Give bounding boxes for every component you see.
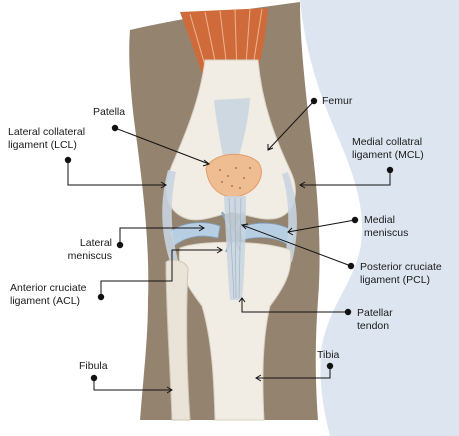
arrowheads <box>160 144 306 394</box>
label-lateral-meniscus: Lateral meniscus <box>62 237 112 263</box>
label-tibia: Tibia <box>317 349 340 361</box>
label-pcl: Posterior cruciate ligament (PCL) <box>360 261 442 287</box>
label-acl-line2: ligament (ACL) <box>10 295 81 307</box>
quadriceps-tendon <box>214 98 250 162</box>
label-acl-line1: Anterior cruciate <box>10 282 87 294</box>
fibula-bone <box>165 259 191 421</box>
patella-texture <box>219 167 251 189</box>
mcl-ligament <box>282 172 297 262</box>
leader-dots <box>64 97 394 382</box>
label-pcl-line1: Posterior cruciate <box>360 261 442 273</box>
label-patellar-tendon-line2: tendon <box>357 320 390 332</box>
label-mcl-line1: Medial collatral <box>352 136 423 148</box>
label-patellar-tendon: Patellar tendon <box>357 307 393 333</box>
patella-bone <box>205 153 262 198</box>
label-fibula: Fibula <box>79 360 108 372</box>
label-mcl-line2: ligament (MCL) <box>352 149 424 161</box>
label-lateral-meniscus-line1: Lateral <box>79 237 112 249</box>
label-mcl: Medial collatral ligament (MCL) <box>352 136 424 162</box>
label-lcl-line2: ligament (LCL) <box>8 139 77 151</box>
tendon-fibers <box>228 197 242 299</box>
label-patellar-tendon-line1: Patellar <box>357 307 393 319</box>
label-patella: Patella <box>93 106 126 118</box>
label-lateral-meniscus-line2: meniscus <box>67 250 112 262</box>
background-right-panel <box>300 0 459 436</box>
label-lcl: Lateral collateral ligament (LCL) <box>8 126 85 152</box>
label-medial-meniscus-line2: meniscus <box>364 227 409 239</box>
label-femur: Femur <box>322 95 353 107</box>
label-medial-meniscus-line1: Medial <box>364 214 395 226</box>
label-acl: Anterior cruciate ligament (ACL) <box>10 282 86 308</box>
label-lcl-line1: Lateral collateral <box>8 126 86 138</box>
label-medial-meniscus: Medial meniscus <box>364 214 408 240</box>
lcl-ligament <box>162 170 178 262</box>
tibia-bone <box>178 241 292 421</box>
label-pcl-line2: ligament (PCL) <box>360 274 431 286</box>
leader-lines <box>67 100 391 391</box>
